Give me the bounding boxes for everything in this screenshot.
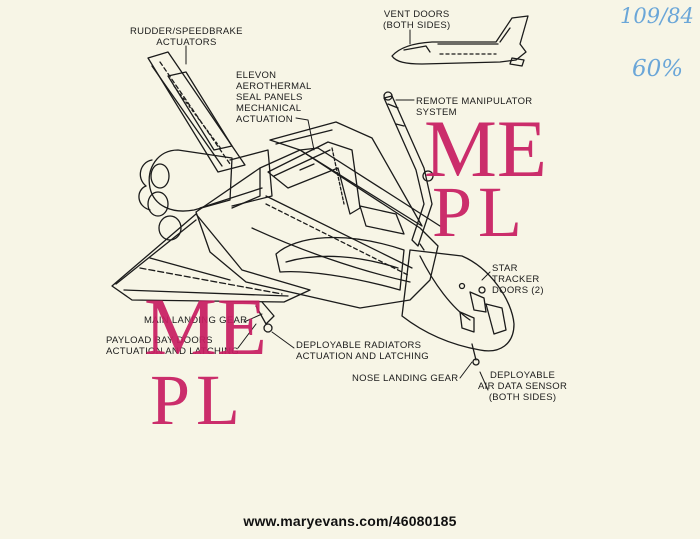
label-air-data-sensor: DEPLOYABLE AIR DATA SENSOR (BOTH SIDES)	[478, 370, 567, 403]
label-line: ACTUATION AND LATCHING	[106, 346, 239, 357]
label-line: SYSTEM	[416, 107, 457, 118]
left-wing	[111, 213, 311, 303]
label-line: DOORS (2)	[492, 285, 544, 296]
orbiter-side-view	[391, 15, 529, 67]
label-remote-manipulator: REMOTE MANIPULATOR SYSTEM	[416, 96, 532, 118]
payload-bay-door-open	[267, 141, 361, 215]
label-line: ACTUATION	[236, 114, 293, 125]
label-line: MAIN LANDING GEAR	[144, 315, 248, 326]
label-line: ACTUATORS	[156, 37, 217, 48]
oms-pods-engines	[138, 149, 273, 241]
leader-lines	[185, 29, 491, 391]
label-line: DEPLOYABLE RADIATORS	[296, 340, 422, 351]
label-star-tracker: STAR TRACKER DOORS (2)	[492, 263, 544, 296]
label-line: VENT DOORS	[383, 9, 450, 20]
label-payload-bay-doors: PAYLOAD BAY DOORS ACTUATION AND LATCHING	[106, 335, 239, 357]
watermark-pl-lower: PL	[150, 360, 247, 440]
watermark-pl-upper: PL	[432, 172, 529, 252]
label-line: AEROTHERMAL	[236, 81, 312, 92]
label-line: MECHANICAL	[236, 103, 302, 114]
label-deployable-radiators: DEPLOYABLE RADIATORS ACTUATION AND LATCH…	[296, 340, 429, 362]
label-line: (BOTH SIDES)	[488, 392, 557, 403]
label-rudder-speedbrake: RUDDER/SPEEDBRAKE ACTUATORS	[130, 26, 243, 48]
right-wing	[269, 121, 423, 227]
label-line: DEPLOYABLE	[490, 370, 556, 381]
watermark-me-upper: ME	[424, 103, 547, 194]
remote-manipulator-arm	[383, 91, 434, 251]
nose-and-cabin	[401, 249, 515, 352]
label-line: ELEVON	[236, 70, 277, 81]
label-main-landing-gear: MAIN LANDING GEAR	[144, 315, 247, 326]
label-line: REMOTE MANIPULATOR	[416, 96, 533, 107]
label-line: (BOTH SIDES)	[383, 20, 451, 31]
handwritten-fraction: 109/84	[620, 4, 694, 28]
watermark-me-lower: ME	[144, 281, 267, 372]
landing-gear	[255, 301, 480, 366]
label-line: SEAL PANELS	[236, 92, 303, 103]
label-line: PAYLOAD BAY DOORS	[106, 335, 213, 346]
label-line: NOSE LANDING GEAR	[352, 373, 459, 384]
label-vent-doors: VENT DOORS (BOTH SIDES)	[383, 9, 450, 31]
radiator-panel	[275, 205, 405, 291]
label-line: RUDDER/SPEEDBRAKE	[130, 26, 243, 37]
label-line: TRACKER	[492, 274, 540, 285]
vertical-tail	[147, 51, 246, 173]
handwritten-percent: 60%	[632, 56, 684, 82]
label-elevon: ELEVON AEROTHERMAL SEAL PANELS MECHANICA…	[236, 70, 312, 125]
label-line: STAR	[492, 263, 518, 274]
label-nose-landing-gear: NOSE LANDING GEAR	[352, 373, 458, 384]
label-line: ACTUATION AND LATCHING	[296, 351, 429, 362]
credit-url: www.maryevans.com/46080185	[243, 513, 457, 529]
label-line: AIR DATA SENSOR	[478, 381, 568, 392]
